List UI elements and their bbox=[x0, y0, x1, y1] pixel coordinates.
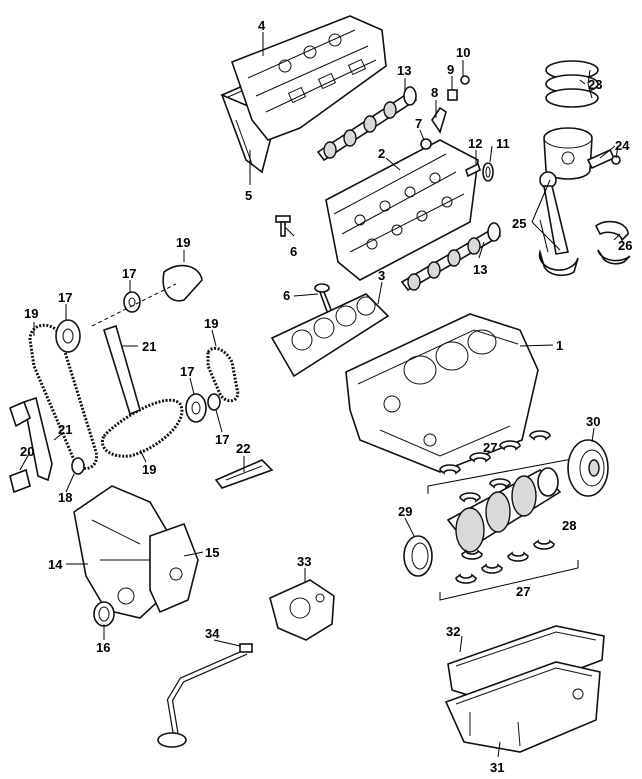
main-bearings-lower bbox=[455, 539, 555, 584]
callout-21-lower: 21 bbox=[58, 422, 72, 437]
oil-pan-gasket bbox=[447, 625, 605, 703]
rear-main-seal bbox=[403, 535, 433, 577]
oil-pickup-tube bbox=[157, 643, 253, 748]
callout-3: 3 bbox=[378, 268, 385, 283]
oil-pan bbox=[444, 661, 601, 753]
leader-lines bbox=[19, 32, 621, 758]
callout-19-left: 19 bbox=[24, 306, 38, 321]
callout-31: 31 bbox=[490, 760, 504, 775]
callout-14: 14 bbox=[48, 557, 63, 572]
callout-5: 5 bbox=[245, 188, 252, 203]
callout-19-lower: 19 bbox=[142, 462, 156, 477]
callout-30: 30 bbox=[586, 414, 600, 429]
main-bearings-upper bbox=[439, 430, 551, 503]
head-bolt bbox=[275, 215, 291, 237]
callout-20: 20 bbox=[20, 444, 34, 459]
callout-34: 34 bbox=[205, 626, 220, 641]
valve-guide bbox=[465, 162, 481, 178]
callout-7: 7 bbox=[415, 116, 422, 131]
callout-6-valve: 6 bbox=[283, 288, 290, 303]
valve-spring-retainer bbox=[447, 89, 458, 101]
crankshaft bbox=[446, 467, 562, 553]
valve-cover bbox=[230, 15, 387, 141]
piston-pin bbox=[586, 148, 621, 170]
callout-4: 4 bbox=[258, 18, 266, 33]
callout-32: 32 bbox=[446, 624, 460, 639]
cylinder-head bbox=[325, 139, 479, 281]
cam-sprocket-left bbox=[55, 319, 81, 353]
cam-sprocket-right bbox=[185, 393, 207, 423]
valve-lifter bbox=[420, 138, 432, 150]
callout-25: 25 bbox=[512, 216, 526, 231]
callout-17-left: 17 bbox=[58, 290, 72, 305]
callout-17-crank: 17 bbox=[215, 432, 229, 447]
cam-sprocket-upper bbox=[123, 291, 141, 313]
valve-keeper bbox=[460, 75, 470, 85]
rocker-arm bbox=[431, 106, 447, 134]
chain-tensioner bbox=[9, 400, 31, 494]
crank-sprocket bbox=[207, 393, 221, 411]
callout-10: 10 bbox=[456, 45, 470, 60]
piston bbox=[543, 127, 593, 180]
engine-valve bbox=[314, 283, 334, 316]
chain-tensioner-shoe bbox=[162, 264, 203, 302]
timing-cover-inner bbox=[149, 522, 199, 614]
harmonic-balancer bbox=[567, 439, 609, 497]
callout-28: 28 bbox=[562, 518, 576, 533]
cam-timing-chain-right bbox=[206, 346, 240, 403]
secondary-timing-chain bbox=[101, 398, 184, 458]
chain-guide-upper bbox=[103, 324, 141, 416]
engine-block bbox=[345, 313, 539, 473]
callout-27-lower: 27 bbox=[516, 584, 530, 599]
callout-9: 9 bbox=[447, 62, 454, 77]
callout-23: 23 bbox=[588, 77, 602, 92]
callout-12: 12 bbox=[468, 136, 482, 151]
callout-17-right: 17 bbox=[180, 364, 194, 379]
tensioner-washer bbox=[71, 457, 85, 475]
rod-bearing bbox=[594, 220, 631, 265]
callout-33: 33 bbox=[297, 554, 311, 569]
callout-18: 18 bbox=[58, 490, 72, 505]
chain-guide-lower bbox=[23, 396, 53, 482]
piston-rings bbox=[545, 60, 599, 108]
callout-19-right: 19 bbox=[204, 316, 218, 331]
camshaft-lower bbox=[400, 222, 502, 292]
chain-tensioner-arm bbox=[214, 459, 274, 489]
callout-17-upper: 17 bbox=[122, 266, 136, 281]
callout-1: 1 bbox=[556, 338, 563, 353]
camshaft-seal bbox=[482, 162, 494, 182]
callout-26: 26 bbox=[618, 238, 632, 253]
callout-13-lower: 13 bbox=[473, 262, 487, 277]
camshaft-upper bbox=[316, 86, 418, 162]
front-crank-seal bbox=[93, 601, 115, 627]
callout-29: 29 bbox=[398, 504, 412, 519]
callout-15: 15 bbox=[205, 545, 219, 560]
callout-6-bolt: 6 bbox=[290, 244, 297, 259]
callout-24: 24 bbox=[615, 138, 630, 153]
callout-21-upper: 21 bbox=[142, 339, 156, 354]
alignment-line bbox=[91, 283, 177, 327]
callout-22: 22 bbox=[236, 441, 250, 456]
bracket-27-lower bbox=[439, 560, 579, 601]
head-gasket bbox=[270, 293, 390, 378]
callout-16: 16 bbox=[96, 640, 110, 655]
callout-27-upper: 27 bbox=[483, 440, 497, 455]
callout-11: 11 bbox=[496, 136, 510, 151]
callout-19-shoe: 19 bbox=[176, 235, 190, 250]
connecting-rod bbox=[538, 171, 579, 277]
callout-2: 2 bbox=[378, 146, 385, 161]
callout-13-upper: 13 bbox=[397, 63, 411, 78]
callout-8: 8 bbox=[431, 85, 438, 100]
callout-labels: 4 5 13 8 9 10 7 12 11 2 13 6 6 3 1 23 24… bbox=[20, 18, 632, 775]
oil-pump bbox=[269, 579, 335, 641]
